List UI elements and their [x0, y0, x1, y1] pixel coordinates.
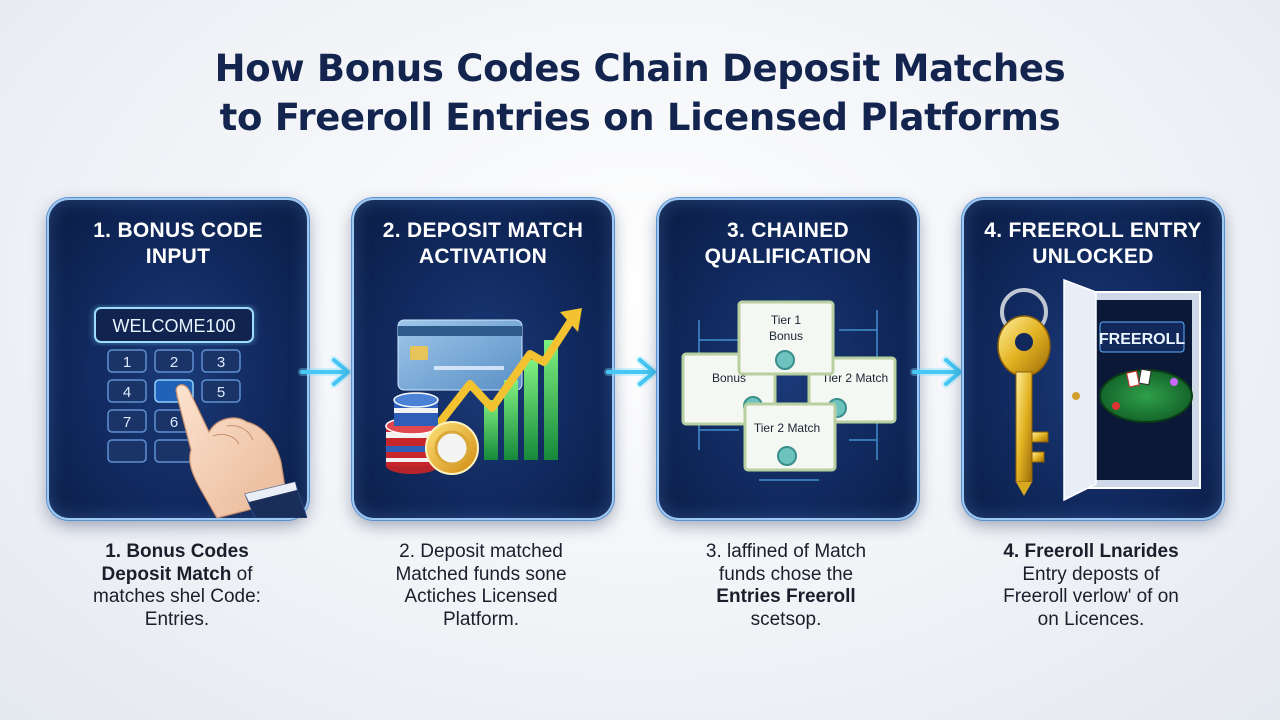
step-1-desc-line2-bold: Deposit Match	[101, 563, 232, 585]
door-icon: FREEROLL	[1063, 278, 1201, 502]
certificate-bonus-label: Bonus	[712, 371, 746, 385]
step-4-description: 4. Freeroll Lnarides Entry deposts of Fr…	[966, 541, 1216, 631]
keypad-key-label: 4	[123, 384, 131, 401]
step-card-deposit-match: 2. DEPOSIT MATCH ACTIVATION	[352, 198, 614, 520]
step-3-desc-line2: funds chose the	[718, 563, 854, 585]
certificate-tier1: Tier 1 Bonus	[737, 300, 835, 376]
keypad-key	[201, 379, 241, 403]
certificate-tier1-line1: Tier 1	[771, 313, 802, 327]
poker-chips-icon	[385, 392, 479, 475]
step-2-title-line2: ACTIVATION	[418, 245, 548, 268]
keypad-key-label: 2	[170, 354, 178, 371]
step-1-desc-line4: Entries.	[144, 608, 210, 630]
keypad-illustration: WELCOME100 1 2 3 4 5 7 6	[92, 305, 307, 518]
keypad-key	[107, 439, 147, 463]
certificate-tier2-right-label: Tier 2 Match	[822, 371, 888, 385]
keypad-grid: 1 2 3 4 5 7 6	[107, 349, 241, 463]
step-3-desc-line4: scetsop.	[750, 608, 822, 630]
step-1-title-line2: INPUT	[145, 245, 211, 268]
certificate-tier2-bottom: Tier 2 Match	[743, 402, 837, 472]
page-title: How Bonus Codes Chain Deposit Matches to…	[0, 44, 1280, 142]
keypad-key	[107, 409, 147, 433]
code-input-value: WELCOME100	[112, 316, 235, 336]
keypad-key-label: 3	[217, 354, 225, 371]
arrow-right-icon	[298, 356, 352, 388]
certificate-tier2-bottom-label: Tier 2 Match	[754, 421, 820, 435]
keypad-key	[154, 349, 194, 373]
page-title-line1: How Bonus Codes Chain Deposit Matches	[214, 47, 1066, 90]
step-1-description: 1. Bonus Codes Deposit Match of matches …	[52, 541, 302, 631]
step-2-desc-line2: Matched funds sone	[395, 563, 567, 585]
arrow-right-icon	[604, 356, 658, 388]
pointing-hand-icon	[175, 384, 307, 518]
poker-table-icon	[1099, 368, 1193, 423]
code-input-field	[94, 307, 254, 343]
deposit-growth-illustration	[385, 308, 582, 475]
step-card-freeroll-unlocked: 4. FREEROLL ENTRY UNLOCKED FREEROLL	[962, 198, 1224, 520]
certificate-tier1-line2: Bonus	[769, 329, 803, 343]
step-4-desc-line4: on Licences.	[1037, 608, 1145, 630]
step-card-chained-qualification: 3. CHAINED QUALIFICATION Bonus Tier 2 Ma…	[657, 198, 919, 520]
step-1-desc-line2: Deposit Match of	[52, 564, 302, 587]
step-card-bonus-code: 1. BONUS CODE INPUT WELCOME100 1 2 3	[47, 198, 309, 520]
growth-arrow-icon	[430, 313, 578, 433]
step-3-title-line2: QUALIFICATION	[704, 245, 872, 268]
step-4-desc-line2: Entry deposts of	[1022, 563, 1160, 585]
step-1-title: 1. BONUS CODE INPUT	[49, 218, 307, 270]
step-2-title-line1: 2. DEPOSIT MATCH	[382, 219, 584, 242]
keypad-key-label: 1	[123, 354, 131, 371]
keypad-key	[201, 349, 241, 373]
step-3-description: 3. laffined of Match funds chose the Ent…	[661, 541, 911, 631]
arrow-right-icon	[910, 356, 964, 388]
certificates-illustration: Bonus Tier 2 Match Tier 2 Match Tier 1 B…	[681, 300, 897, 481]
keypad-key-label: 6	[170, 414, 178, 431]
page-title-line2: to Freeroll Entries on Licensed Platform…	[219, 96, 1061, 139]
step-4-title: 4. FREEROLL ENTRY UNLOCKED	[964, 218, 1222, 270]
growth-bars	[484, 340, 558, 460]
credit-card-icon	[397, 319, 523, 391]
keypad-key-label: 7	[123, 414, 131, 431]
step-3-title-line1: 3. CHAINED	[726, 219, 850, 242]
keypad-key	[107, 349, 147, 373]
step-4-title-line1: 4. FREEROLL ENTRY	[984, 219, 1202, 242]
step-2-desc-line1: 2. Deposit matched	[399, 541, 563, 562]
step-1-desc-line1: 1. Bonus Codes	[105, 541, 249, 562]
step-4-desc-line3: Freeroll verlow' of on	[1003, 586, 1179, 607]
freeroll-sign	[1099, 321, 1185, 353]
freeroll-sign-label: FREEROLL	[1099, 331, 1185, 348]
step-3-desc-line1: 3. laffined of Match	[705, 541, 867, 562]
step-4-title-line2: UNLOCKED	[1032, 245, 1154, 268]
step-2-description: 2. Deposit matched Matched funds sone Ac…	[356, 541, 606, 631]
step-2-title: 2. DEPOSIT MATCH ACTIVATION	[354, 218, 612, 270]
golden-key-icon	[997, 288, 1051, 496]
keypad-key	[107, 379, 147, 403]
step-2-desc-line4: Platform.	[442, 608, 520, 630]
key-door-illustration: FREEROLL	[997, 278, 1201, 502]
step-3-desc-line3: Entries Freeroll	[716, 586, 856, 607]
step-1-title-line1: 1. BONUS CODE	[93, 219, 263, 242]
keypad-key	[154, 439, 194, 463]
step-1-desc-line2-rest: of	[231, 563, 253, 585]
step-1-desc-line3: matches shel Code:	[93, 586, 261, 607]
step-2-desc-line3: Actiches Licensed	[404, 586, 558, 607]
step-3-title: 3. CHAINED QUALIFICATION	[659, 218, 917, 270]
step-4-desc-line1: 4. Freeroll Lnarides	[1003, 541, 1179, 562]
keypad-key-label: 5	[217, 384, 225, 401]
